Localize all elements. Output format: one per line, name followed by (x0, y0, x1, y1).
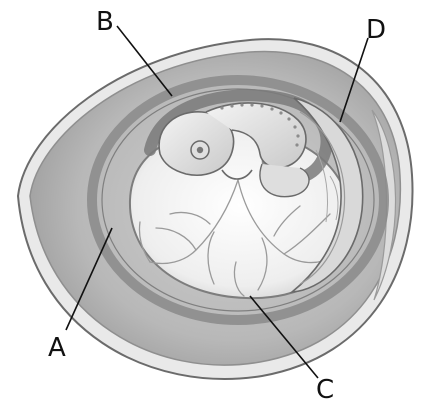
label-c: C (316, 375, 334, 405)
label-d: D (366, 15, 386, 45)
embryo-limb-fold (260, 164, 309, 197)
embryo-eye-pupil (197, 147, 203, 153)
label-a: A (48, 333, 66, 363)
label-b: B (96, 7, 114, 37)
